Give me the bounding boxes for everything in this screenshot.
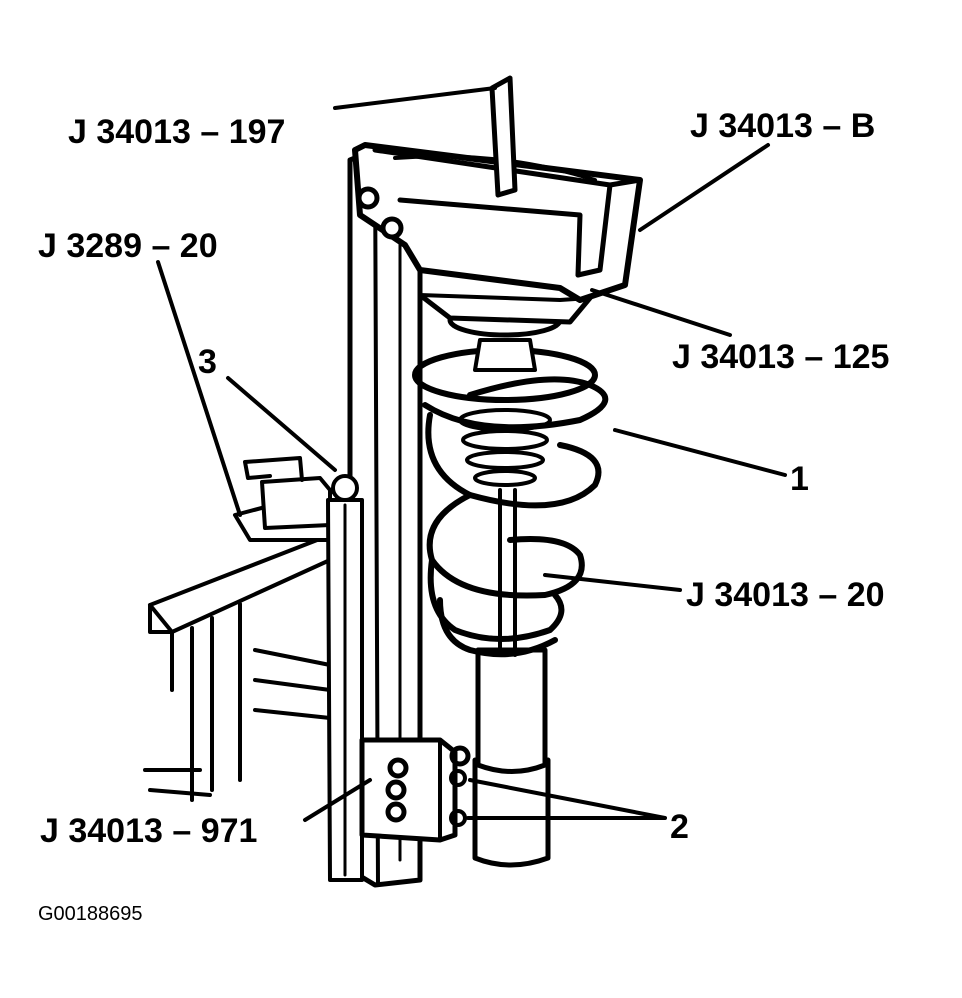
callout-j-34013-b: J 34013 – B <box>690 107 875 145</box>
callout-j-34013-197: J 34013 – 197 <box>68 113 285 151</box>
bench-vise <box>143 456 347 802</box>
callout-j-3289-20: J 3289 – 20 <box>38 227 218 265</box>
callout-j-34013-125: J 34013 – 125 <box>672 338 889 376</box>
top-bracket <box>352 142 643 303</box>
callout-item-1: 1 <box>790 460 809 498</box>
callout-item-2: 2 <box>670 808 689 846</box>
callout-j-34013-971: J 34013 – 971 <box>40 812 257 850</box>
callout-item-3: 3 <box>198 343 217 381</box>
leader-lines <box>156 86 787 822</box>
coil-spring <box>412 347 609 658</box>
callout-j-34013-20: J 34013 – 20 <box>686 576 885 614</box>
forcing-rod <box>489 75 518 198</box>
strut-body <box>472 488 551 868</box>
lower-clamp <box>359 737 471 843</box>
figure-id: G00188695 <box>38 903 143 925</box>
